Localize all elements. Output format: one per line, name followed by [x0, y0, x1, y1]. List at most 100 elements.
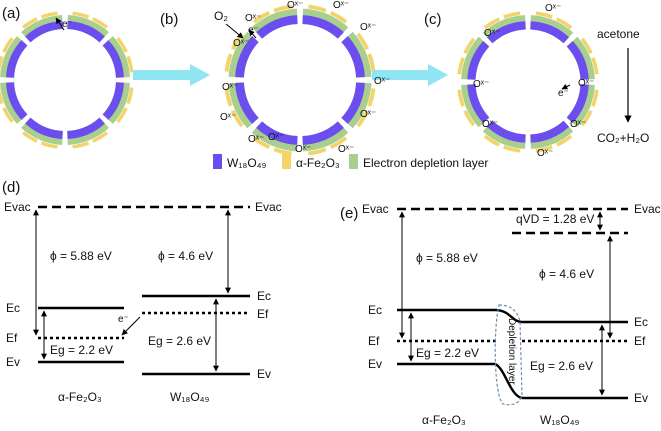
- fe2o3-flake: [2, 37, 14, 53]
- w18o49-segment: [302, 121, 344, 145]
- fe2o3-flake: [555, 17, 573, 30]
- depletion-layer-outline: [494, 304, 523, 406]
- ec-left-label: Ec: [368, 303, 382, 317]
- legend: W₁₈O₄₉ α-Fe₂O₃ Electron depletion layer: [213, 154, 488, 170]
- fe2o3-flake: [329, 136, 348, 150]
- fe2o3-flake: [22, 131, 38, 143]
- transition-arrow-1: [133, 64, 210, 86]
- ox-label: Oˣ⁻: [222, 82, 238, 93]
- w18o49-segment: [566, 40, 589, 80]
- legend-label-depletion: Electron depletion layer: [363, 156, 488, 170]
- w18o49-segment: [566, 84, 589, 124]
- w18o49-segment: [486, 21, 526, 44]
- w18o49-segment: [6, 82, 28, 120]
- w18o49-segment: [530, 120, 570, 143]
- fe2o3-flake: [40, 141, 58, 149]
- fe2o3-flake: [356, 32, 370, 51]
- legend-label-fe2o3: α-Fe₂O₃: [296, 156, 340, 170]
- w18o49-segment: [235, 36, 259, 78]
- w18o49-segment: [102, 40, 124, 78]
- legend-swatch-depletion: [349, 154, 358, 169]
- fe2o3-flake: [126, 55, 134, 73]
- fe2o3-flake: [580, 37, 593, 55]
- fe2o3-flake: [535, 145, 553, 153]
- w18o49-segment: [467, 84, 490, 124]
- w18o49-segment: [341, 36, 365, 78]
- ring-b-o2-arrow: [225, 23, 244, 39]
- fe2o3-flake: [72, 11, 90, 19]
- w18o49-segment: [302, 15, 344, 39]
- ring-c-ox-labels: Oˣ⁻ Oˣ⁻ Oˣ⁻ Oˣ⁻ Oˣ⁻ Oˣ⁻ Oˣ⁻: [473, 3, 594, 159]
- w18o49-segment: [102, 82, 124, 120]
- w18o49-segment: [25, 21, 63, 43]
- fe2o3-flake: [252, 136, 271, 150]
- ox-label: Oˣ⁻: [545, 3, 561, 14]
- fe2o3-flake: [308, 4, 327, 13]
- qvd-label: qVD = 1.28 eV: [516, 212, 594, 226]
- ring-b-electron-arrow: [248, 29, 257, 39]
- w18o49-segment: [467, 40, 490, 80]
- ring-b-ox-labels: Oˣ⁻ Oˣ⁻ Oˣ⁻ Oˣ⁻ Oˣ⁻ Oˣ⁻ Oˣ⁻ Oˣ⁻ Oˣ⁻ Oˣ⁻ …: [220, 0, 390, 155]
- fe2o3-flake: [503, 11, 521, 19]
- fe2o3-flake: [503, 145, 521, 153]
- ox-label: Oˣ⁻: [537, 148, 553, 159]
- ox-label: Oˣ⁻: [570, 119, 586, 130]
- legend-swatch-fe2o3: [282, 154, 291, 169]
- w18o49-segment: [25, 117, 63, 139]
- ev-right-label: Ev: [634, 391, 648, 405]
- fe2o3-flake: [457, 57, 465, 75]
- ox-label: Oˣ⁻: [473, 79, 489, 90]
- fe2o3-flake: [0, 55, 4, 73]
- fe2o3-flake: [92, 17, 108, 29]
- eg-right-label: Eg = 2.6 eV: [148, 334, 211, 348]
- fe2o3-flake: [72, 141, 90, 149]
- fe2o3-flake: [273, 147, 292, 156]
- ring-b-o2-label: O₂: [214, 9, 228, 23]
- acetone-label: acetone: [597, 27, 640, 41]
- ox-label: Oˣ⁻: [248, 134, 264, 145]
- material-left-label: α-Fe₂O₃: [422, 413, 466, 427]
- ef-right-label: Ef: [257, 307, 269, 321]
- fe2o3-flake: [2, 107, 14, 123]
- transition-arrow-2: [372, 64, 448, 86]
- ring-b: [224, 4, 376, 156]
- fe2o3-flake: [463, 37, 476, 55]
- ef-right-label: Ef: [634, 334, 646, 348]
- valence-band-bend: [494, 362, 523, 400]
- fe2o3-flake: [40, 11, 58, 19]
- fe2o3-flake: [555, 134, 573, 147]
- fe2o3-flake: [92, 131, 108, 143]
- fe2o3-flake: [591, 57, 599, 75]
- ring-a-electron-arrow: [55, 17, 65, 31]
- depletion-layer-label: Depletion layer: [506, 318, 517, 385]
- ev-left-label: Ev: [6, 355, 20, 369]
- ox-label: Oˣ⁻: [245, 13, 261, 24]
- ox-label: Oˣ⁻: [360, 109, 376, 120]
- phi-right-label: ϕ = 4.6 eV: [539, 267, 594, 281]
- fe2o3-flake: [535, 11, 553, 19]
- ev-right-label: Ev: [257, 367, 271, 381]
- panel-label-e: (e): [340, 205, 358, 222]
- fe2o3-flake: [308, 147, 327, 156]
- panel-label-c: (c): [424, 11, 442, 28]
- fe2o3-flake: [273, 4, 292, 13]
- electron-transfer-label: e⁻: [118, 314, 129, 325]
- ox-label: Oˣ⁻: [360, 22, 376, 33]
- w18o49-segment: [235, 82, 259, 124]
- eg-right-label: Eg = 2.6 eV: [530, 359, 593, 373]
- w18o49-segment: [67, 21, 105, 43]
- ox-label: Oˣ⁻: [220, 112, 236, 123]
- ox-label: Oˣ⁻: [287, 0, 303, 11]
- fe2o3-flake: [483, 17, 501, 30]
- products-label: CO₂+H₂O: [597, 131, 649, 145]
- eg-left-label: Eg = 2.2 eV: [50, 343, 113, 357]
- fe2o3-flake: [224, 88, 233, 107]
- ring-a: [0, 11, 134, 149]
- ox-label: Oˣ⁻: [295, 144, 311, 155]
- fe2o3-flake: [591, 89, 599, 107]
- evac-right-label: Evac: [255, 200, 282, 214]
- ring-c: [457, 11, 599, 153]
- w18o49-segment: [67, 117, 105, 139]
- ox-label: Oˣ⁻: [482, 119, 498, 130]
